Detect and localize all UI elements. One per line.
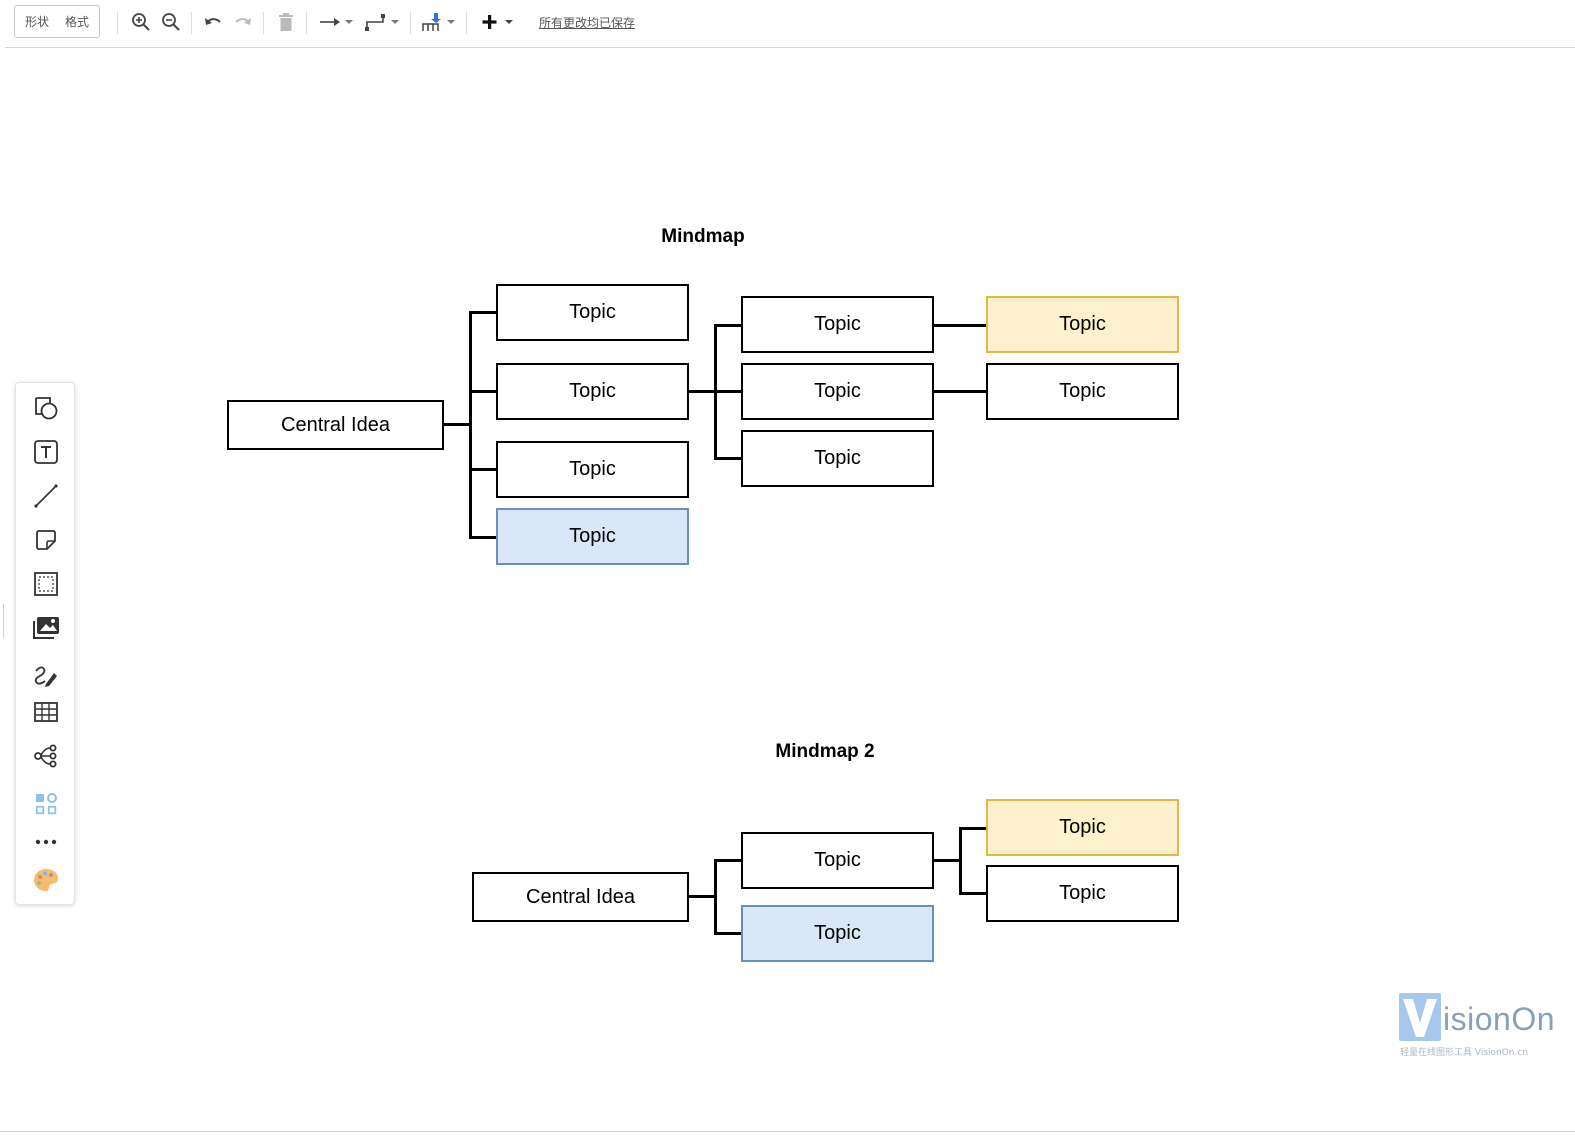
visionon-watermark: isionOn 轻量在线图形工具 VisionOn.cn bbox=[1399, 993, 1555, 1059]
more-icon[interactable] bbox=[31, 827, 61, 857]
format-tab[interactable]: 格式 bbox=[65, 15, 90, 29]
sticky-note-icon[interactable] bbox=[31, 525, 61, 555]
image-icon[interactable] bbox=[31, 613, 61, 643]
connector-line bbox=[469, 311, 497, 314]
connector-line bbox=[959, 827, 987, 830]
templates-icon[interactable] bbox=[31, 789, 61, 819]
line-icon[interactable] bbox=[31, 481, 61, 511]
connector-arrow-icon[interactable] bbox=[318, 10, 356, 34]
watermark-tagline: 轻量在线图形工具 VisionOn.cn bbox=[1400, 1048, 1529, 1058]
subtopic-node[interactable]: Topic bbox=[741, 430, 934, 487]
top-toolbar: 形状 格式 所有更改均已保存 bbox=[0, 0, 1575, 48]
connector-line bbox=[714, 932, 742, 935]
connector-line bbox=[443, 423, 471, 426]
subtopic-node-highlighted[interactable]: Topic bbox=[986, 296, 1179, 353]
connector-line bbox=[469, 390, 497, 393]
central-idea-node[interactable]: Central Idea bbox=[472, 872, 689, 922]
topic-node[interactable]: Topic bbox=[496, 441, 689, 498]
toolbar-divider bbox=[191, 12, 192, 34]
add-icon[interactable] bbox=[478, 10, 516, 34]
connector-line bbox=[714, 390, 742, 393]
shape-tab[interactable]: 形状 bbox=[25, 15, 50, 29]
diagram-title[interactable]: Mindmap 2 bbox=[775, 741, 875, 762]
subtopic-node-highlighted[interactable]: Topic bbox=[986, 799, 1179, 856]
toolbar-divider bbox=[466, 12, 467, 34]
visionon-logo-icon bbox=[1399, 993, 1441, 1041]
connector-line bbox=[714, 457, 742, 460]
redo-icon[interactable] bbox=[232, 10, 254, 34]
diagram-title[interactable]: Mindmap bbox=[661, 226, 745, 247]
toolbar-divider-line bbox=[5, 47, 1575, 48]
mindmap-icon[interactable] bbox=[31, 741, 61, 771]
insert-icon[interactable] bbox=[420, 10, 458, 34]
freehand-icon[interactable] bbox=[31, 662, 61, 692]
canvas-bottom-border bbox=[0, 1131, 1575, 1132]
topic-node[interactable]: Topic bbox=[496, 363, 689, 420]
central-idea-node[interactable]: Central Idea bbox=[227, 400, 444, 450]
connector-line bbox=[714, 859, 717, 935]
subtopic-node[interactable]: Topic bbox=[741, 363, 934, 420]
subtopic-node[interactable]: Topic bbox=[986, 363, 1179, 420]
connector-line bbox=[469, 311, 472, 539]
frame-icon[interactable] bbox=[31, 569, 61, 599]
watermark-name: isionOn bbox=[1443, 1001, 1555, 1037]
text-icon[interactable] bbox=[31, 437, 61, 467]
toolbar-divider bbox=[263, 12, 264, 34]
tool-palette bbox=[15, 382, 75, 905]
waypoint-icon[interactable] bbox=[364, 10, 402, 34]
shapes-icon[interactable] bbox=[31, 393, 61, 423]
toolbar-divider bbox=[306, 12, 307, 34]
topic-node-highlighted[interactable]: Topic bbox=[496, 508, 689, 565]
subtopic-node[interactable]: Topic bbox=[986, 865, 1179, 922]
connector-line bbox=[469, 468, 497, 471]
zoom-out-icon[interactable] bbox=[160, 10, 182, 34]
theme-palette-icon[interactable] bbox=[31, 865, 61, 895]
diagram-canvas[interactable] bbox=[0, 48, 1575, 1130]
toolbar-divider bbox=[410, 12, 411, 34]
undo-icon[interactable] bbox=[202, 10, 224, 34]
delete-icon[interactable] bbox=[276, 10, 296, 34]
toolbar-divider bbox=[117, 12, 118, 34]
connector-line bbox=[933, 324, 987, 327]
topic-node[interactable]: Topic bbox=[741, 832, 934, 889]
table-icon[interactable] bbox=[31, 697, 61, 727]
zoom-in-icon[interactable] bbox=[130, 10, 152, 34]
connector-line bbox=[688, 895, 716, 898]
connector-line bbox=[959, 892, 987, 895]
topic-node[interactable]: Topic bbox=[496, 284, 689, 341]
subtopic-node[interactable]: Topic bbox=[741, 296, 934, 353]
save-status-link[interactable]: 所有更改均已保存 bbox=[539, 16, 636, 30]
connector-line bbox=[959, 827, 962, 895]
connector-line bbox=[933, 859, 961, 862]
connector-line bbox=[933, 390, 987, 393]
topic-node-highlighted[interactable]: Topic bbox=[741, 905, 934, 962]
connector-line bbox=[688, 390, 716, 393]
connector-line bbox=[469, 536, 497, 539]
panel-toggle: 形状 格式 bbox=[14, 5, 101, 38]
sidebar-collapse-handle[interactable] bbox=[3, 604, 4, 638]
connector-line bbox=[714, 859, 742, 862]
connector-line bbox=[714, 324, 742, 327]
